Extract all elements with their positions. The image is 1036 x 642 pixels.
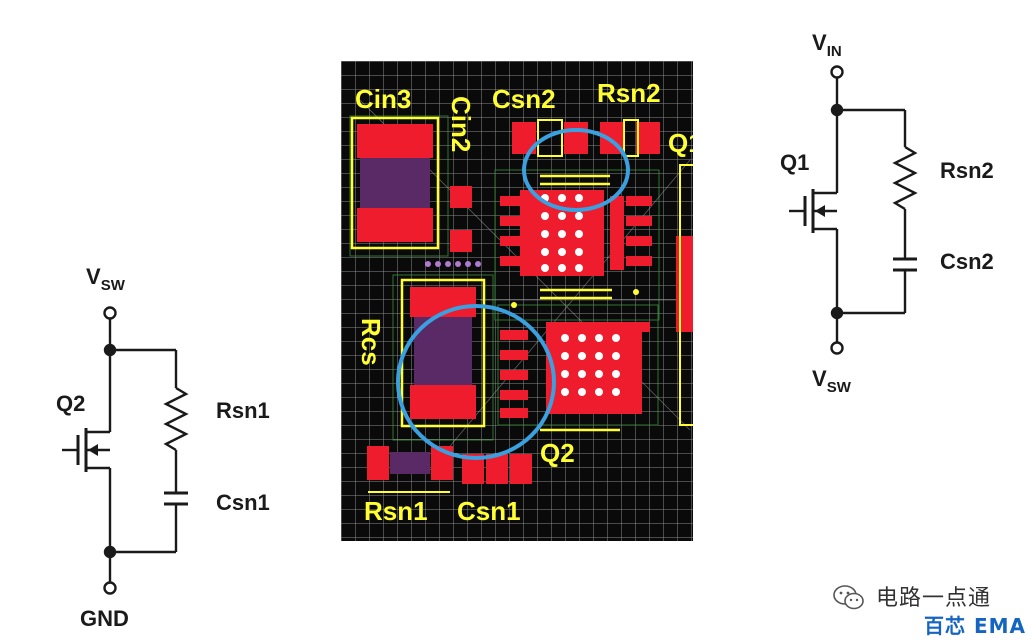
pcb-label-rsn1: Rsn1 (364, 496, 428, 526)
gnd-terminal (103, 581, 117, 595)
left-bottom-node-label: GND (80, 606, 129, 631)
pcb-label-rsn2: Rsn2 (597, 78, 661, 108)
vsw-terminal (103, 306, 117, 320)
q2-thermal-pad (546, 322, 642, 414)
q1-vias (541, 194, 583, 272)
rsn1-resistor (163, 386, 189, 452)
right-top-node-label: VIN (812, 30, 842, 60)
watermark-line2: 百芯 EMA (924, 614, 1027, 638)
pcb-layout: Cin3 Cin2 Csn2 Rsn2 Q1 Rcs Q2 Rsn1 Csn1 (341, 61, 703, 541)
pcb-label-q2: Q2 (540, 438, 575, 468)
pcb-label-q1-partial: Q1 (668, 128, 703, 158)
q1-body-diode-arrow (815, 205, 825, 217)
q2-vias (561, 334, 620, 396)
left-top-node-label: VSW (86, 264, 126, 294)
csn1-pad-left (462, 454, 484, 484)
pcb-label-csn1: Csn1 (457, 496, 521, 526)
csn1-pad-extra (510, 454, 532, 484)
pcb-label-cin2: Cin2 (446, 96, 476, 152)
cin3-pad-top (357, 124, 433, 158)
pcb-label-csn2: Csn2 (492, 84, 556, 114)
rsn1-body (390, 452, 430, 474)
right-transistor-label: Q1 (780, 150, 809, 175)
cin2-pad-bottom (450, 230, 472, 252)
q1-label-pad (640, 122, 658, 154)
left-capacitor-label: Csn1 (216, 490, 270, 515)
cin3-pad-bottom (357, 208, 433, 242)
watermark-line1: 电路一点通 (876, 586, 992, 611)
loop-highlight-top (522, 128, 630, 212)
right-resistor-label: Rsn2 (940, 158, 994, 183)
pcb-label-rcs: Rcs (356, 318, 386, 366)
left-transistor-label: Q2 (56, 391, 85, 416)
cin2-pad-top (450, 186, 472, 208)
rsn2-resistor (892, 145, 918, 211)
pcb-label-cin3: Cin3 (355, 84, 411, 114)
cin3-body (360, 158, 430, 208)
loop-highlight-bottom (396, 304, 556, 460)
left-resistor-label: Rsn1 (216, 398, 270, 423)
csn1-pad-right (486, 454, 508, 484)
vin-terminal (830, 65, 844, 79)
csn2-pad-right (564, 122, 588, 154)
right-capacitor-label: Csn2 (940, 249, 994, 274)
rsn1-pad-left (367, 446, 389, 480)
wechat-icon (833, 585, 864, 610)
q2-body-diode-arrow (88, 444, 98, 456)
right-schematic (789, 65, 918, 355)
right-bottom-node-label: VSW (812, 366, 852, 396)
left-schematic (62, 306, 189, 595)
rcs-pad-bottom (410, 385, 476, 419)
vsw-right-terminal (830, 341, 844, 355)
